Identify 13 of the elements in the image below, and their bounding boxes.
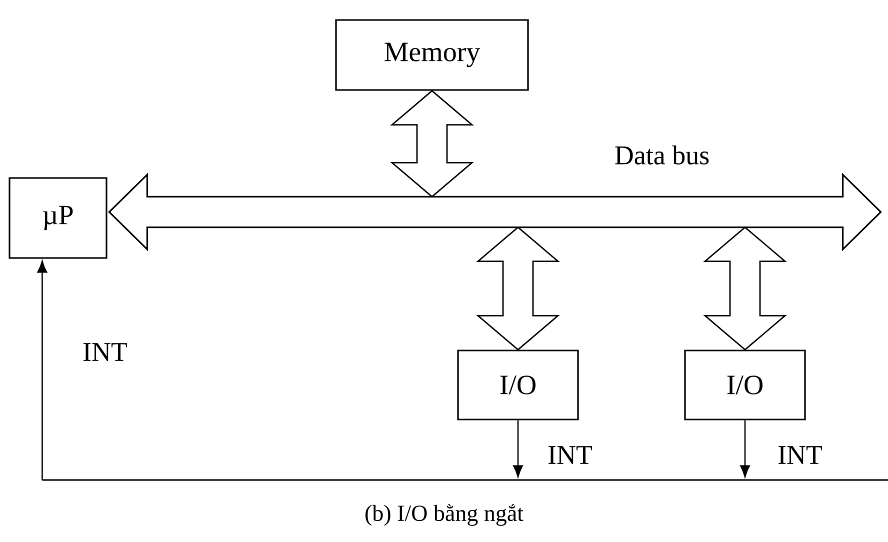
arrow [513, 420, 523, 478]
box: I/O [457, 350, 579, 420]
edge-label: INT [82, 342, 128, 362]
caption: (b) I/O bằng ngắt [366, 504, 524, 526]
box: µP [8, 177, 108, 259]
arrow [740, 420, 750, 478]
edge-label: INT [546, 445, 594, 465]
arrow [37, 260, 48, 480]
edge-label: INT [776, 445, 824, 465]
bus-label: Data bus [615, 146, 709, 164]
box: I/O [684, 350, 806, 420]
signal-line [42, 479, 888, 481]
box: Memory [335, 19, 529, 91]
